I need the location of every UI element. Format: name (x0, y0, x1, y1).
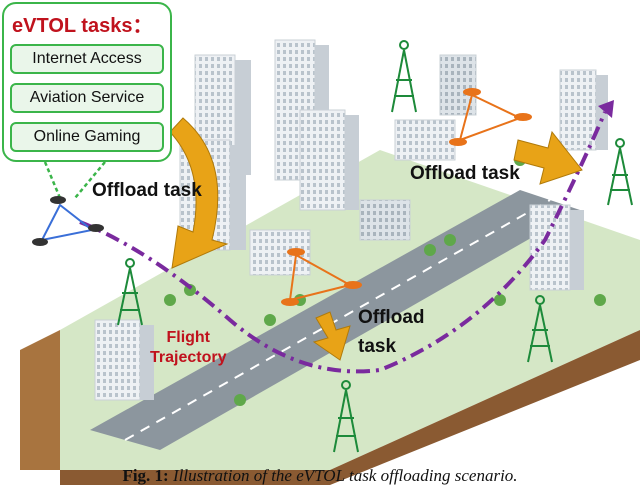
offload-label-center-line1: Offload (358, 307, 425, 328)
offload-task-label-left: Offload task (92, 180, 202, 201)
evtol-tasks-panel: eVTOL tasks： Internet Access Aviation Se… (2, 2, 172, 162)
task-item-internet-access: Internet Access (10, 44, 164, 74)
tower-mid-right (527, 295, 553, 363)
tower-left (117, 258, 143, 326)
tower-top-center (391, 40, 417, 113)
panel-connector (43, 161, 106, 199)
caption-text: Illustration of the eVTOL task offloadin… (172, 466, 518, 485)
offload-arrow-right (513, 130, 583, 185)
evtol-group-middle (281, 248, 362, 306)
offload-task-label-right: Offload task (410, 163, 520, 184)
evtol-group-top (449, 88, 532, 146)
trajectory-arrowhead (598, 100, 614, 118)
cell-towers (117, 40, 633, 453)
task-item-online-gaming: Online Gaming (10, 122, 164, 152)
flight-trajectory-label: Flight Trajectory (150, 329, 227, 366)
trees (164, 154, 606, 406)
main-road (90, 190, 580, 450)
offload-arrow-left (169, 117, 229, 269)
figure-caption: Fig. 1: Illustration of the eVTOL task o… (0, 466, 640, 486)
task-item-aviation-service: Aviation Service (10, 83, 164, 113)
offload-label-center-line2: task (358, 336, 397, 357)
tower-bottom (333, 380, 359, 453)
evtol-group-left (32, 196, 104, 246)
figure-label: Fig. 1: (122, 466, 169, 485)
flight-trajectory-path (79, 111, 607, 374)
tower-right (607, 138, 633, 206)
tasks-title: eVTOL tasks： (12, 15, 153, 37)
offload-arrow-center (312, 311, 351, 361)
